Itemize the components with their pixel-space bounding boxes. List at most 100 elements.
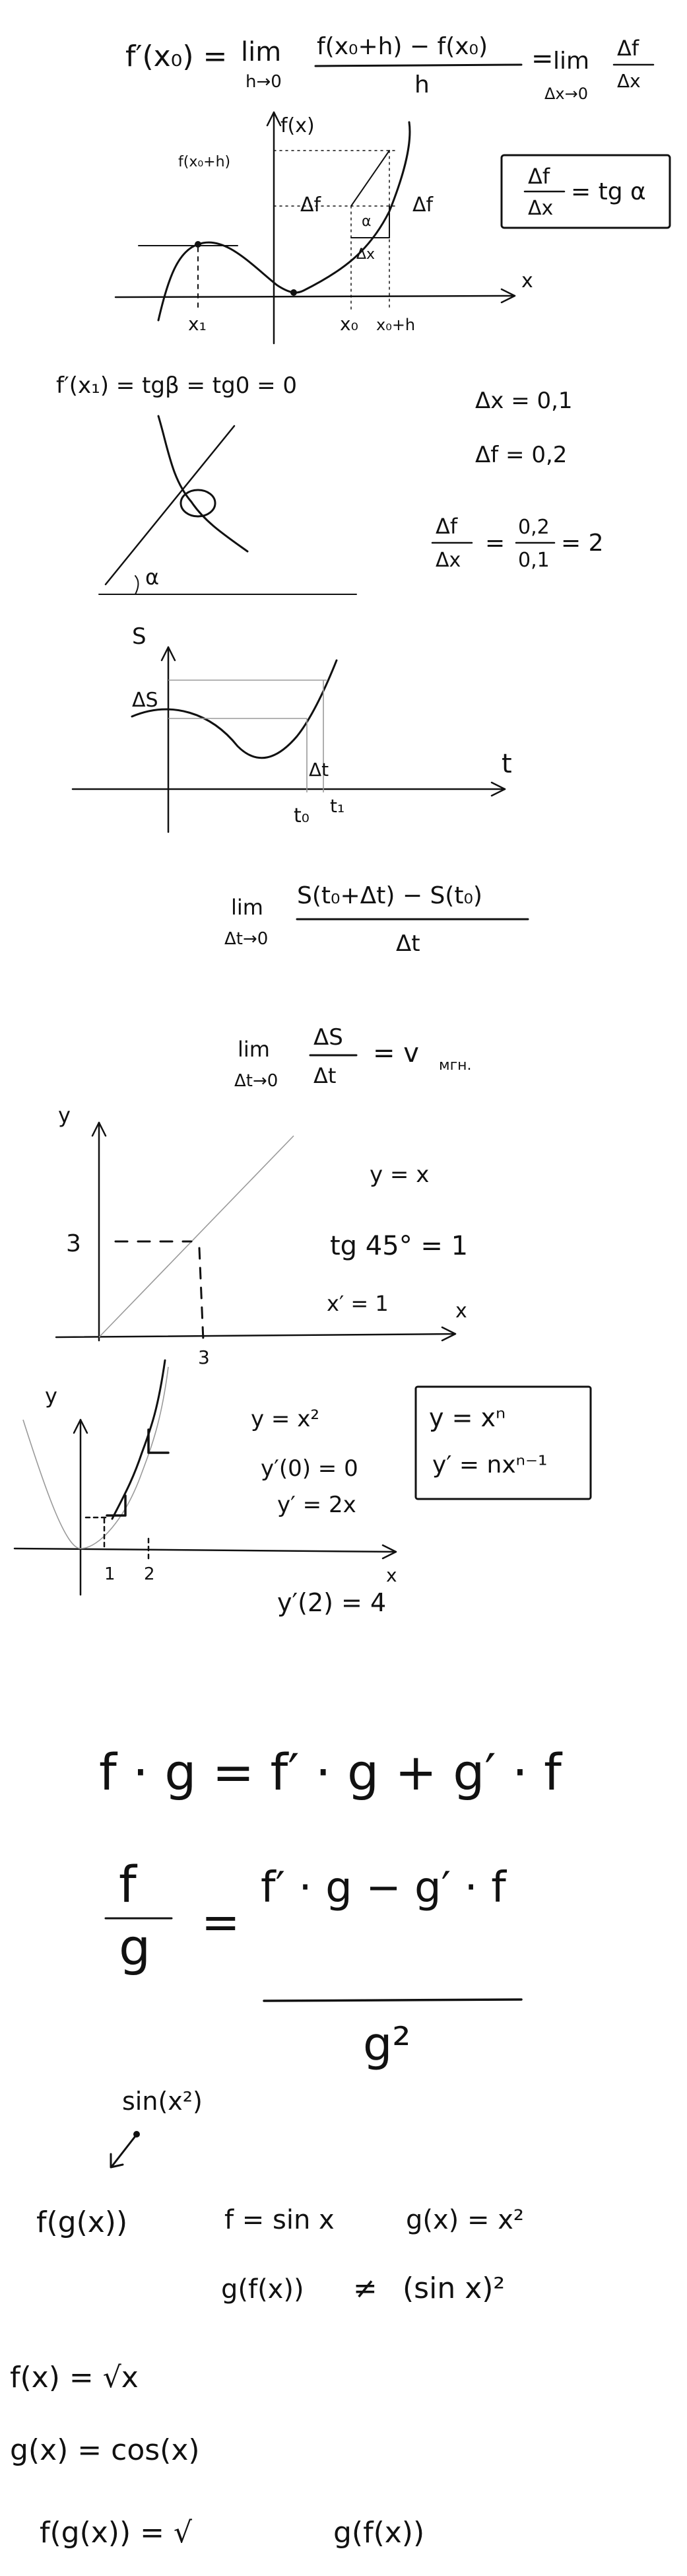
graph6-step-upper (147, 1428, 170, 1454)
tangent-zero-formula: f′(x₁) = tgβ = tg0 = 0 (56, 372, 297, 399)
graph3-axis-t: t (502, 749, 512, 779)
quotient-left-top: f (119, 1855, 138, 1914)
graph1-label-alpha: α (362, 213, 372, 230)
ratio-dx: Δx (617, 70, 641, 92)
power-rule-line-1: y = xⁿ (429, 1403, 506, 1432)
graph5-line-y-eq-x (98, 1135, 294, 1338)
product-rule: f · g = f′ · g + g′ · f (99, 1743, 563, 1801)
tangent-line (104, 425, 236, 586)
cos-definition: g(x) = cos(x) (10, 2433, 200, 2467)
graph3-t0: t₀ (294, 804, 310, 827)
composition-gf: g(f(x)) (221, 2274, 304, 2305)
velocity-lim: lim (231, 895, 263, 920)
graph6-axis-x: x (386, 1564, 397, 1586)
graph3-y-arrow (160, 646, 176, 662)
graph5-tg45: tg 45° = 1 (330, 1231, 468, 1261)
quotient-denominator: g² (363, 2017, 411, 2071)
composition-neq: ≠ (353, 2272, 377, 2305)
graph3-axis-s: S (132, 623, 147, 650)
graph1-label-dx: Δx (356, 246, 375, 263)
section-distance-graph: S t ΔS Δt t₀ t₁ (71, 623, 512, 833)
graph1-label-df-right: Δf (412, 193, 434, 217)
quotient-bar (263, 1998, 523, 2002)
velocity-top-2: ΔS (313, 1024, 343, 1051)
velocity-bottom: Δt (396, 930, 420, 957)
boxed-df: Δf (528, 164, 550, 189)
derivative-lhs: f′(x₀) = (125, 40, 227, 73)
power-rule-box (414, 1385, 592, 1500)
graph1-point-min (290, 289, 297, 296)
graph3-curve (131, 659, 338, 759)
tangent-curve (157, 415, 249, 553)
sqrt-definition: f(x) = √x (10, 2361, 139, 2394)
velocity-lim-2: lim (238, 1037, 270, 1062)
numeric-num-top: 0,2 (518, 516, 550, 539)
graph1-secant (350, 150, 390, 207)
graph1-tick-x1: x₁ (188, 313, 207, 335)
tangent-alpha: α (145, 565, 159, 590)
graph5-x-prime: x′ = 1 (327, 1291, 389, 1316)
graph1-y-arrow (266, 111, 282, 127)
numeric-ratio-top: Δf (436, 514, 458, 539)
tangent-contact-circle (180, 489, 216, 518)
composition-dot (133, 2131, 140, 2138)
graph6-y-prime-at-2: y′(2) = 4 (277, 1588, 386, 1617)
graph1-curve (157, 121, 411, 322)
graph5-y-arrow (91, 1121, 107, 1137)
velocity-lim-2-sub: Δt→0 (234, 1071, 278, 1091)
graph5-three-x: 3 (198, 1346, 210, 1368)
sqrt-composition: f(g(x)) = √ (40, 2516, 193, 2550)
graph3-t1: t₁ (330, 795, 344, 817)
lim-dx: lim (553, 48, 589, 75)
graph6-y-prime-0: y′(0) = 0 (261, 1455, 358, 1482)
section-parabola-graph: y x 1 2 y = x² y′(0) = 0 y′ = 2x y′(2) =… (13, 1359, 592, 1617)
section-velocity-limit: lim Δt→0 S(t₀+Δt) − S(t₀) Δt lim Δt→0 ΔS… (224, 882, 529, 1091)
quotient-left-bottom: g (119, 1918, 150, 1976)
lim-dx-subscript: Δx→0 (544, 85, 588, 103)
section-tangent-example: α Δx = 0,1 Δf = 0,2 Δf Δx = 0,2 0,1 = 2 (98, 388, 604, 595)
numeric-ratio-bottom: Δx (436, 549, 461, 572)
graph6-tick-1: 1 (104, 1564, 115, 1584)
equals-sign: = (531, 44, 554, 74)
fraction-numerator: f(x₀+h) − f(x₀) (317, 33, 488, 60)
graph6-step-lower (106, 1494, 127, 1517)
boxed-dx: Δx (528, 197, 553, 220)
graph6-y-prime-2x: y′ = 2x (277, 1492, 356, 1518)
cos-composition: g(f(x)) (333, 2516, 424, 2550)
numeric-ratio-eq: = (485, 530, 505, 557)
graph6-x-axis (13, 1547, 397, 1553)
graph5-y-eq-x: y = x (370, 1162, 429, 1188)
boxed-tangent-frame (500, 154, 671, 229)
graph1-axis-fx: f(x) (280, 114, 315, 137)
graph1-label-fx0h: f(x₀+h) (178, 154, 230, 170)
velocity-bottom-2: Δt (313, 1063, 336, 1088)
composition-g-x2: g(x) = x² (406, 2205, 524, 2235)
composition-f-sin: f = sin x (224, 2205, 335, 2235)
velocity-lim-sub: Δt→0 (224, 929, 268, 949)
section-product-quotient: f · g = f′ · g + g′ · f f g = f′ · g − g… (99, 1743, 563, 2071)
tangent-angle-arc (135, 575, 139, 595)
graph1-tick-x0h: x₀+h (376, 316, 415, 334)
graph3-delta-s: ΔS (132, 689, 158, 712)
graph6-x-arrow (381, 1544, 397, 1560)
graph6-parabola-ink (111, 1359, 166, 1520)
composition-arrowhead (110, 2153, 124, 2169)
graph1-tick-x0: x₀ (340, 313, 358, 335)
numeric-ratio-result: = 2 (561, 530, 604, 557)
ratio-df: Δf (617, 36, 639, 61)
section-sqrt-cos: f(x) = √x g(x) = cos(x) f(g(x)) = √ g(f(… (10, 2361, 424, 2550)
boxed-tg-alpha: = tg α (571, 178, 646, 205)
graph1-axis-x: x (521, 269, 533, 293)
graph6-y-eq-x2: y = x² (251, 1406, 319, 1432)
velocity-result-sub: мгн. (439, 1057, 472, 1074)
fraction-bar (314, 63, 523, 67)
graph1-point-x1 (195, 241, 201, 248)
graph1-label-df-left: Δf (300, 193, 322, 217)
section-linear-graph: y x 3 3 y = x tg 45° = 1 x′ = 1 (55, 1103, 468, 1368)
fraction-denominator: h (414, 71, 430, 98)
composition-fg: f(g(x)) (36, 2206, 127, 2239)
numeric-num-bottom: 0,1 (518, 549, 550, 572)
graph5-axis-y: y (58, 1103, 71, 1128)
graph5-three-y: 3 (66, 1230, 81, 1257)
